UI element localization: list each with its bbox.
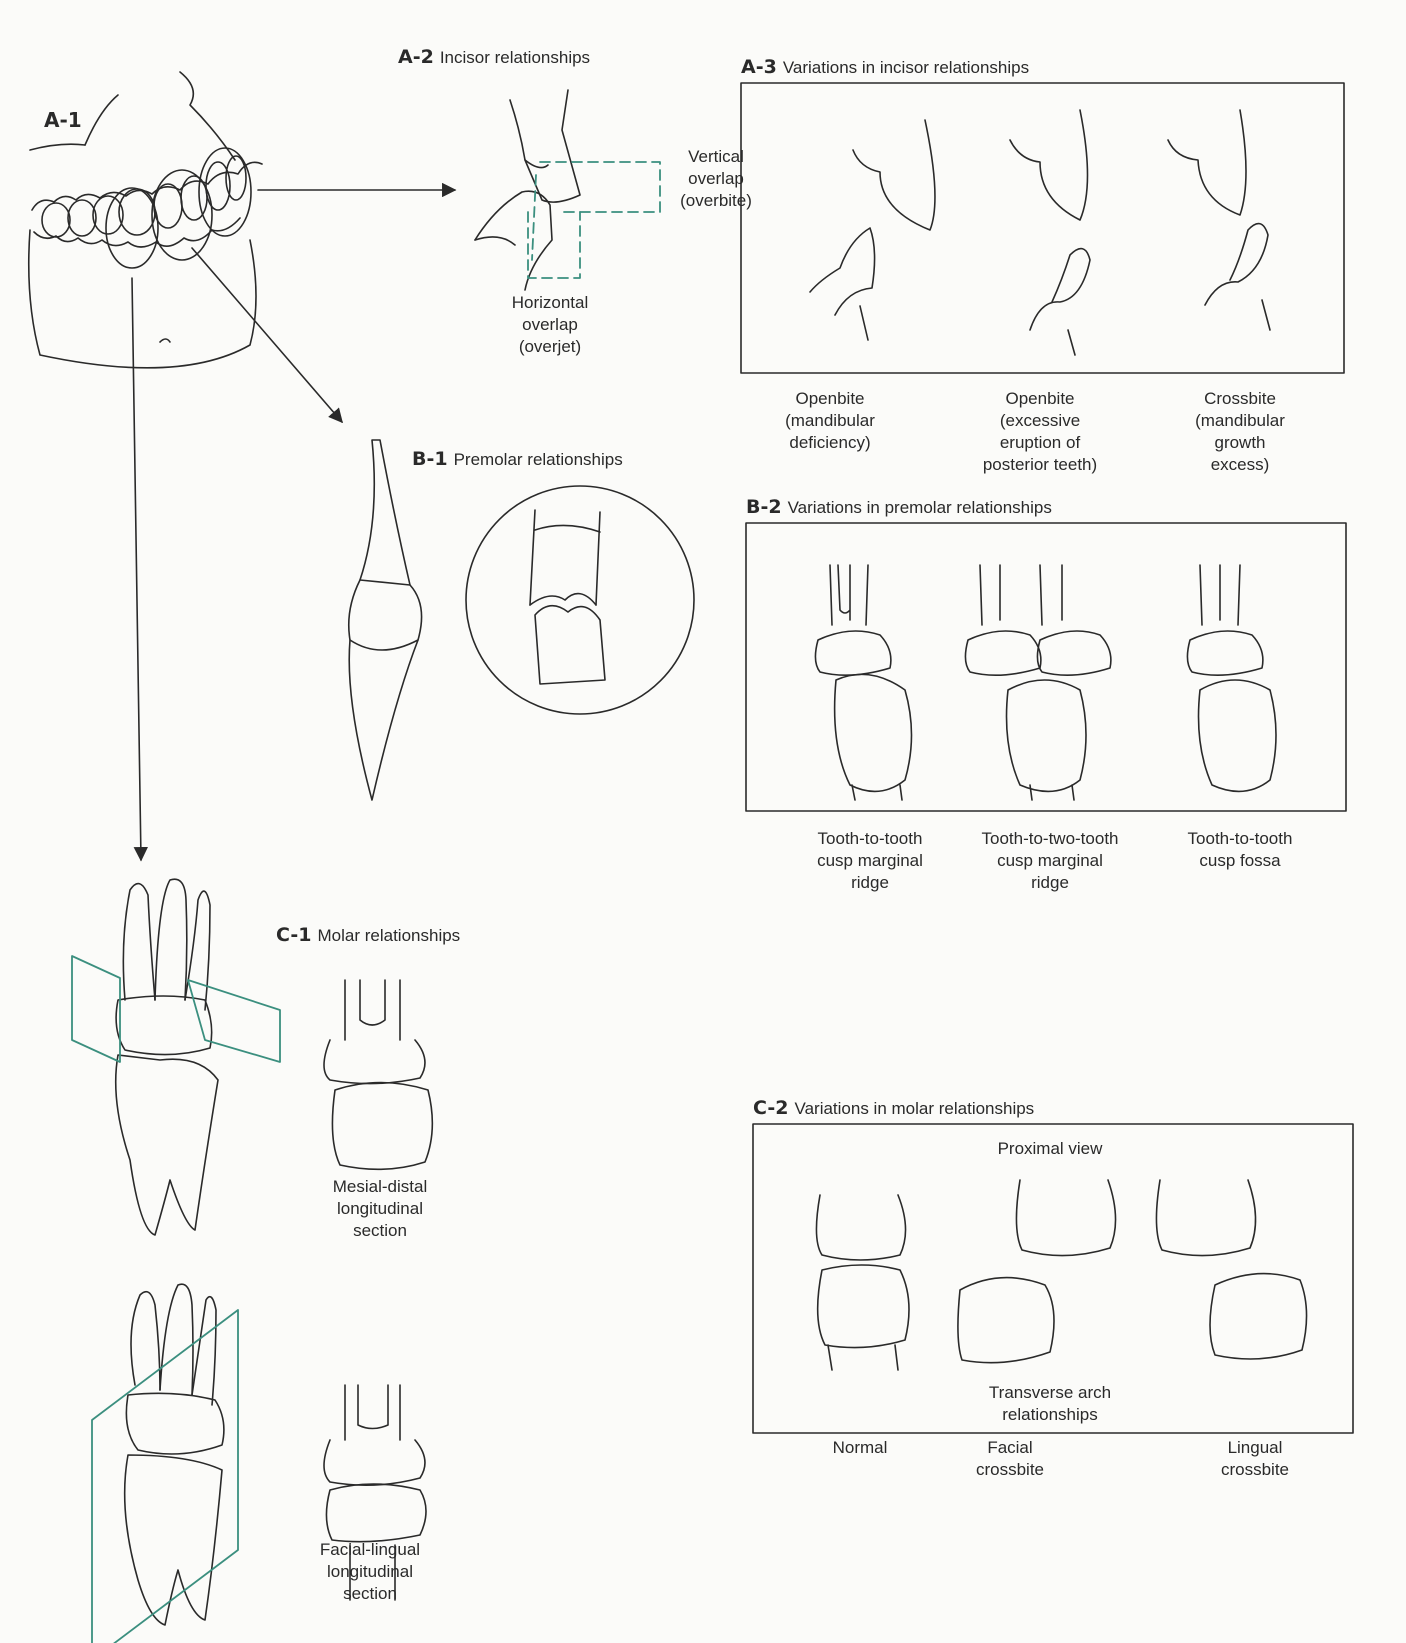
b1-title: B-1 Premolar relationships <box>412 448 623 470</box>
b1-title-text: Premolar relationships <box>454 450 623 469</box>
c1-section-2-label: Facial-lingual longitudinal section <box>305 1539 435 1605</box>
c1-plane-1 <box>72 956 280 1062</box>
c2-title-text: Variations in molar relationships <box>795 1099 1035 1118</box>
c2-title: C-2 Variations in molar relationships <box>753 1097 1034 1119</box>
c2-caption-normal: Normal <box>810 1437 910 1459</box>
b2-title: B-2 Variations in premolar relationships <box>746 496 1052 518</box>
b1-magnified-contact <box>466 486 694 714</box>
c2-tag: C-2 <box>753 1097 789 1119</box>
a2-title-text: Incisor relationships <box>440 48 590 67</box>
b2-caption-3: Tooth-to-tooth cusp fossa <box>1160 828 1320 872</box>
c2-proximal-view-label: Proximal view <box>970 1138 1130 1160</box>
c1-title-text: Molar relationships <box>318 926 461 945</box>
c2-caption-facial-crossbite: Facial crossbite <box>960 1437 1060 1481</box>
b1-tag: B-1 <box>412 448 448 470</box>
a2-tag: A-2 <box>398 46 434 68</box>
c1-title: C-1 Molar relationships <box>276 924 460 946</box>
c1-section-1-label: Mesial-distal longitudinal section <box>315 1176 445 1242</box>
b1-premolar-drawing <box>349 440 422 800</box>
a2-vertical-overlap-label: Vertical overlap (overbite) <box>666 146 766 212</box>
a3-title-text: Variations in incisor relationships <box>783 58 1029 77</box>
b2-caption-1: Tooth-to-tooth cusp marginal ridge <box>790 828 950 894</box>
a2-overlap-guides <box>528 162 660 278</box>
a3-caption-2: Openbite (excessive eruption of posterio… <box>960 388 1120 476</box>
b2-tag: B-2 <box>746 496 782 518</box>
c1-molar-drawing-bottom <box>125 1284 224 1625</box>
c1-molar-drawing-top <box>116 879 218 1235</box>
c2-molar-variants <box>816 1180 1306 1370</box>
c1-plane-2 <box>92 1310 238 1643</box>
b2-frame <box>746 523 1346 811</box>
a3-frame <box>741 83 1344 373</box>
a1-label: A-1 <box>44 108 82 132</box>
a2-horizontal-overlap-label: Horizontal overlap (overjet) <box>500 292 600 358</box>
c2-transverse-label: Transverse arch relationships <box>970 1382 1130 1426</box>
c1-tag: C-1 <box>276 924 312 946</box>
a3-incisor-variants <box>810 110 1270 355</box>
b2-title-text: Variations in premolar relationships <box>788 498 1052 517</box>
b2-premolar-variants <box>815 565 1276 800</box>
a1-arrows <box>132 190 455 860</box>
b2-caption-2: Tooth-to-two-tooth cusp marginal ridge <box>955 828 1145 894</box>
c2-caption-lingual-crossbite: Lingual crossbite <box>1200 1437 1310 1481</box>
a3-caption-1: Openbite (mandibular deficiency) <box>760 388 900 454</box>
c1-section-1 <box>324 980 432 1169</box>
a2-title: A-2 Incisor relationships <box>398 46 590 68</box>
a3-tag: A-3 <box>741 56 777 78</box>
a3-title: A-3 Variations in incisor relationships <box>741 56 1029 78</box>
a3-caption-3: Crossbite (mandibular growth excess) <box>1170 388 1310 476</box>
